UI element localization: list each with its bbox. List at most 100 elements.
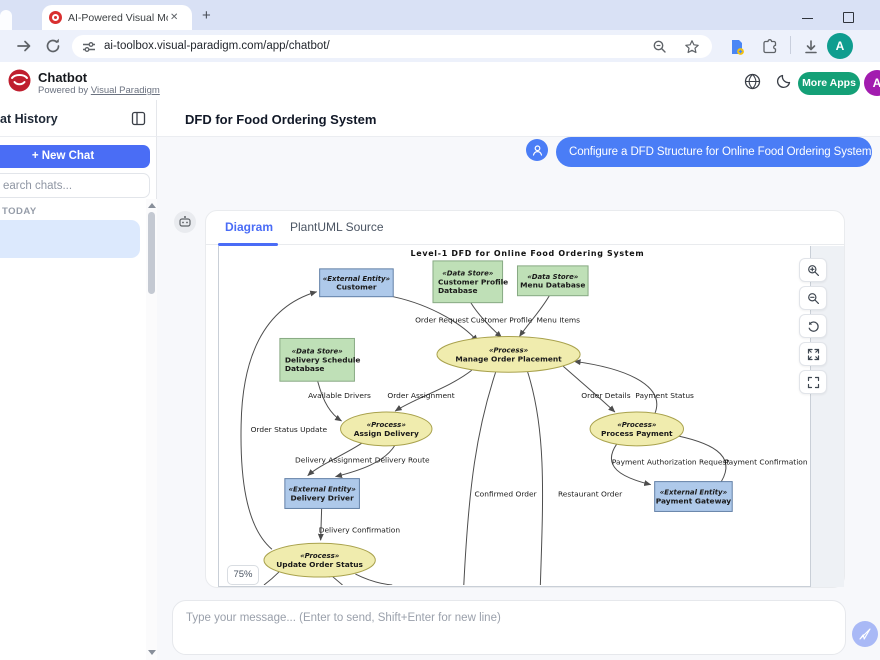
edge-label: Payment Authorization Request [612, 458, 729, 467]
new-tab-button[interactable]: + [202, 7, 211, 24]
send-message-button[interactable] [852, 621, 878, 647]
reset-view-button[interactable] [799, 314, 827, 338]
message-input[interactable] [173, 601, 833, 641]
svg-text:Level-1 DFD for Online Food Or: Level-1 DFD for Online Food Ordering Sys… [411, 249, 645, 258]
edge-label: Order Status Update [251, 425, 328, 434]
edge-label: Payment Confirmation [724, 458, 807, 467]
dfd-node-delivery-driver: «External Entity»Delivery Driver [284, 478, 360, 509]
bot-avatar-robot-icon [174, 211, 196, 233]
sidebar-header-row [0, 100, 157, 137]
svg-text:Delivery Driver: Delivery Driver [290, 493, 354, 502]
powered-by: Powered by Visual Paradigm [38, 85, 160, 96]
zoom-in-button[interactable] [799, 258, 827, 282]
edge-label: Order Request [415, 316, 469, 325]
edge-label: Menu Items [536, 316, 580, 325]
svg-text:«Data Store»: «Data Store» [527, 273, 579, 281]
scroll-up-arrow[interactable] [148, 203, 156, 208]
bookmark-star-icon[interactable] [684, 39, 700, 55]
collapse-sidebar-icon[interactable] [131, 111, 146, 126]
svg-text:«Process»: «Process» [617, 421, 657, 429]
svg-text:«External Entity»: «External Entity» [288, 486, 356, 494]
user-profile-avatar[interactable]: A [864, 70, 880, 96]
fullscreen-button[interactable] [799, 370, 827, 394]
conversation-title: DFD for Food Ordering System [185, 112, 377, 127]
dfd-node-assign-delivery: «Process»Assign Delivery [340, 411, 433, 447]
selected-item-background [0, 220, 140, 258]
window-maximize-button[interactable] [843, 12, 854, 23]
edge-label: Delivery Confirmation [319, 525, 401, 534]
edge-label: Confirmed Order [474, 490, 537, 499]
edge-label: Available Drivers [308, 391, 371, 400]
reload-icon[interactable] [43, 36, 63, 56]
dfd-node-menu-db: «Data Store»Menu Database [516, 265, 589, 297]
chat-history-title: at History [0, 112, 58, 126]
edge-label: Delivery Route [375, 456, 430, 465]
svg-text:«Data Store»: «Data Store» [442, 269, 494, 277]
browser-tab[interactable]: AI-Powered Visual Modeling Ch ✕ [42, 5, 192, 30]
dfd-node-payment-gateway: «External Entity»Payment Gateway [654, 481, 733, 512]
edge-label: Delivery Assignment [295, 456, 372, 465]
scroll-down-arrow[interactable] [148, 650, 156, 655]
site-favicon [49, 11, 62, 24]
tab-diagram[interactable]: Diagram [225, 220, 274, 234]
new-chat-button[interactable]: + New Chat [0, 145, 150, 168]
active-tab-underline [218, 243, 278, 246]
dfd-node-customer: «External Entity»Customer [319, 268, 394, 298]
svg-text:Update Order Status: Update Order Status [276, 560, 363, 569]
edge-label: Order Assignment [387, 391, 454, 400]
visual-paradigm-logo [8, 69, 31, 92]
forward-icon[interactable] [14, 36, 34, 56]
svg-text:«Process»: «Process» [367, 421, 407, 429]
svg-text:Delivery Schedule: Delivery Schedule [285, 355, 361, 364]
svg-text:Manage Order Placement: Manage Order Placement [455, 354, 562, 363]
more-apps-button[interactable]: More Apps [798, 72, 860, 95]
downloads-icon[interactable] [802, 38, 820, 56]
tab-plantuml-source[interactable]: PlantUML Source [290, 220, 384, 234]
extension-doc-icon[interactable] [728, 38, 746, 56]
visual-paradigm-link[interactable]: Visual Paradigm [90, 85, 160, 96]
site-settings-icon[interactable] [82, 40, 96, 54]
user-message-avatar [526, 139, 548, 161]
zoom-out-icon [807, 292, 820, 305]
edge-label: Payment Status [635, 391, 694, 400]
today-section-label: TODAY [2, 206, 37, 217]
expand-button[interactable] [799, 342, 827, 366]
diagram-canvas[interactable]: Level-1 DFD for Online Food Ordering Sys… [218, 246, 811, 587]
expand-icon [807, 348, 820, 361]
toolbar-divider [790, 36, 791, 54]
url-bar[interactable] [72, 35, 712, 58]
svg-text:«External Entity»: «External Entity» [660, 489, 728, 497]
window-minimize-button[interactable] [802, 12, 813, 19]
reset-view-icon [807, 320, 820, 333]
edge-label: Restaurant Order [558, 490, 623, 499]
search-chats-input[interactable] [0, 173, 150, 198]
svg-text:«External Entity»: «External Entity» [323, 275, 391, 283]
dfd-diagram-svg: Level-1 DFD for Online Food Ordering Sys… [240, 249, 808, 585]
edge-label: Customer Profile [471, 316, 533, 325]
svg-text:«Process»: «Process» [300, 552, 340, 560]
zoom-out-button[interactable] [799, 286, 827, 310]
user-message-bubble: Configure a DFD Structure for Online Foo… [556, 137, 872, 167]
browser-profile-avatar[interactable]: A [827, 33, 853, 59]
app-title: Chatbot [38, 70, 88, 85]
tab-close-icon[interactable]: ✕ [170, 12, 179, 23]
svg-text:Customer: Customer [336, 283, 377, 292]
language-globe-icon[interactable] [744, 73, 761, 90]
dfd-node-manage-order-placement: «Process»Manage Order Placement [436, 335, 581, 373]
tab-title: AI-Powered Visual Modeling Ch [68, 11, 168, 24]
zoom-level-badge: 75% [227, 565, 259, 585]
partial-tab[interactable] [0, 10, 12, 30]
dark-mode-moon-icon[interactable] [776, 73, 792, 89]
dfd-node-process-payment: «Process»Process Payment [589, 411, 684, 447]
svg-text:«Process»: «Process» [489, 346, 529, 354]
extensions-puzzle-icon[interactable] [761, 38, 779, 56]
sidebar-scrollbar-thumb[interactable] [148, 212, 155, 294]
svg-text:Database: Database [438, 286, 478, 295]
page-zoom-icon[interactable] [652, 39, 668, 55]
sidebar-scrollbar[interactable] [146, 199, 157, 660]
svg-text:Payment Gateway: Payment Gateway [656, 496, 732, 505]
svg-text:Customer Profile: Customer Profile [438, 277, 508, 286]
svg-text:Database: Database [285, 364, 325, 373]
